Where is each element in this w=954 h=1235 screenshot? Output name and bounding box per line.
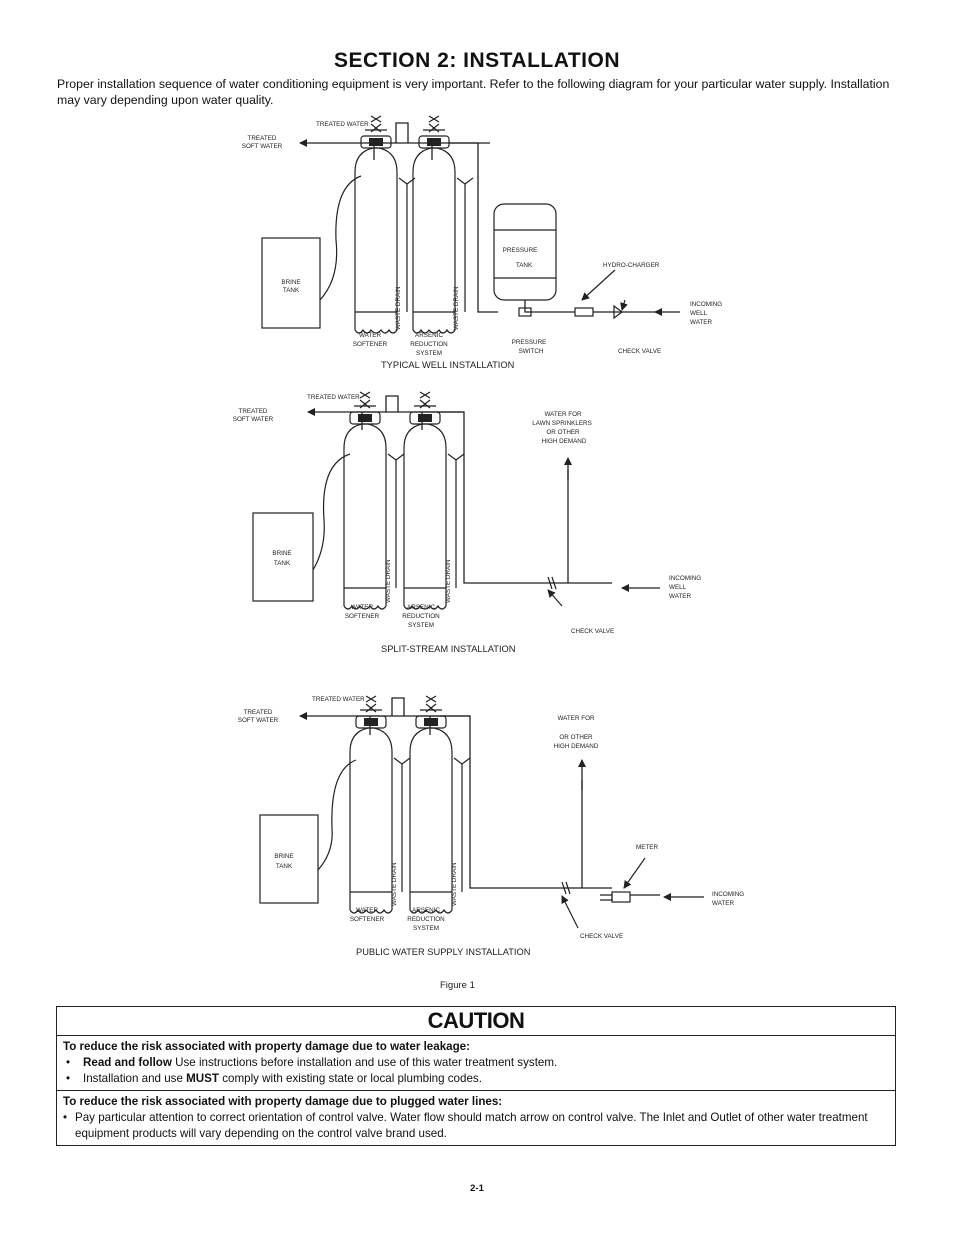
d3-caption: PUBLIC WATER SUPPLY INSTALLATION	[356, 947, 530, 957]
d3-treated-soft-1: TREATED	[244, 709, 273, 716]
d2-softener-2: SOFTENER	[345, 613, 380, 620]
d3-meter: METER	[636, 844, 658, 851]
diagram-typical-well: TREATED WATER TREATED SOFT WATER BRINE T…	[242, 115, 722, 370]
d2-incoming-3: WATER	[669, 593, 691, 600]
caution-bullet-1: • Read and follow Use instructions befor…	[66, 1056, 558, 1069]
d3-softener-2: SOFTENER	[350, 916, 385, 923]
d3-brine-1: BRINE	[274, 853, 293, 860]
d2-incoming-1: INCOMING	[669, 575, 701, 582]
d2-arsenic-1: ARSENIC	[407, 604, 435, 611]
d3-treated-soft-2: SOFT WATER	[238, 717, 279, 724]
diagram-split-stream: TREATED WATER TREATED SOFT WATER BRINE T…	[233, 391, 701, 654]
page-number: 2-1	[470, 1183, 484, 1194]
d1-hydro-charger: HYDRO-CHARGER	[603, 262, 660, 269]
d3-demand-3: HIGH DEMAND	[554, 743, 599, 750]
d2-lawn-4: HIGH DEMAND	[542, 438, 587, 445]
d2-arsenic-2: REDUCTION	[402, 613, 440, 620]
d2-softener-1: WATER	[351, 604, 373, 611]
d1-pressure-tank-2: TANK	[516, 262, 533, 269]
d1-incoming-2: WELL	[690, 310, 708, 317]
d2-lawn-3: OR OTHER	[546, 429, 580, 436]
d2-check-valve: CHECK VALVE	[571, 628, 614, 635]
d1-caption: TYPICAL WELL INSTALLATION	[381, 360, 514, 370]
d1-pressure-switch-1: PRESSURE	[512, 339, 547, 346]
caution-plug-section: To reduce the risk associated with prope…	[57, 1090, 895, 1145]
page-title: SECTION 2: INSTALLATION	[333, 49, 621, 72]
d1-check-valve: CHECK VALVE	[618, 348, 661, 355]
d3-arsenic-2: REDUCTION	[407, 916, 445, 923]
caution-box: CAUTION To reduce the risk associated wi…	[56, 1006, 896, 1146]
d2-lawn-2: LAWN SPRINKLERS	[532, 420, 592, 427]
d1-incoming-1: INCOMING	[690, 301, 722, 308]
d3-softener-1: WATER	[356, 907, 378, 914]
d3-check-valve: CHECK VALVE	[580, 933, 623, 940]
d2-brine-2: TANK	[274, 560, 291, 567]
caution-bullet-2: • Installation and use MUST comply with …	[66, 1072, 482, 1085]
d3-waste-a: WASTE DRAIN	[391, 862, 398, 906]
d3-demand-2: OR OTHER	[559, 734, 593, 741]
d1-arsenic-3: SYSTEM	[416, 350, 442, 357]
d3-incoming-1: INCOMING	[712, 891, 744, 898]
d3-treated-water: TREATED WATER	[312, 696, 365, 703]
caution-leak-section: To reduce the risk associated with prope…	[57, 1036, 895, 1090]
d2-treated-soft-2: SOFT WATER	[233, 416, 274, 423]
d2-treated-water: TREATED WATER	[307, 394, 360, 401]
d2-treated-soft-1: TREATED	[239, 408, 268, 415]
d2-brine-1: BRINE	[272, 550, 291, 557]
d1-arsenic-1: ARSENIC	[415, 332, 443, 339]
installation-diagrams: TREATED WATER TREATED SOFT WATER BRINE T…	[233, 115, 744, 991]
d1-incoming-3: WATER	[690, 319, 712, 326]
d2-caption: SPLIT-STREAM INSTALLATION	[381, 644, 516, 654]
intro-paragraph: Proper installation sequence of water co…	[57, 77, 890, 107]
d2-waste-a: WASTE DRAIN	[385, 559, 392, 603]
caution-plug-heading: To reduce the risk associated with prope…	[63, 1095, 503, 1108]
d3-arsenic-1: ARSENIC	[412, 907, 440, 914]
caution-bullet-3: • Pay particular attention to correct or…	[63, 1111, 868, 1140]
d1-pressure-switch-2: SWITCH	[519, 348, 544, 355]
d1-treated-water: TREATED WATER	[316, 121, 369, 128]
d3-incoming-2: WATER	[712, 900, 734, 907]
d1-arsenic-2: REDUCTION	[410, 341, 448, 348]
d2-lawn-1: WATER FOR	[544, 411, 582, 418]
d3-brine-2: TANK	[276, 863, 293, 870]
d1-softener-1: WATER	[359, 332, 381, 339]
d1-pressure-tank-1: PRESSURE	[503, 247, 538, 254]
diagram-public-supply: TREATED WATER TREATED SOFT WATER BRINE T…	[238, 695, 744, 957]
figure-label: Figure 1	[440, 980, 475, 991]
d2-incoming-2: WELL	[669, 584, 687, 591]
d1-waste-a: WASTE DRAIN	[395, 286, 402, 330]
d2-arsenic-3: SYSTEM	[408, 622, 434, 629]
d1-brine-1: BRINE	[281, 279, 300, 286]
d1-waste-b: WASTE DRAIN	[453, 286, 460, 330]
caution-leak-heading: To reduce the risk associated with prope…	[63, 1040, 470, 1053]
d1-treated-soft-2: SOFT WATER	[242, 143, 283, 150]
d1-treated-soft-1: TREATED	[248, 135, 277, 142]
d3-waste-b: WASTE DRAIN	[451, 862, 458, 906]
d1-brine-2: TANK	[283, 287, 300, 294]
d3-demand-1: WATER FOR	[557, 715, 595, 722]
d1-softener-2: SOFTENER	[353, 341, 388, 348]
d2-waste-b: WASTE DRAIN	[445, 559, 452, 603]
d3-arsenic-3: SYSTEM	[413, 925, 439, 932]
caution-title: CAUTION	[57, 1007, 895, 1036]
